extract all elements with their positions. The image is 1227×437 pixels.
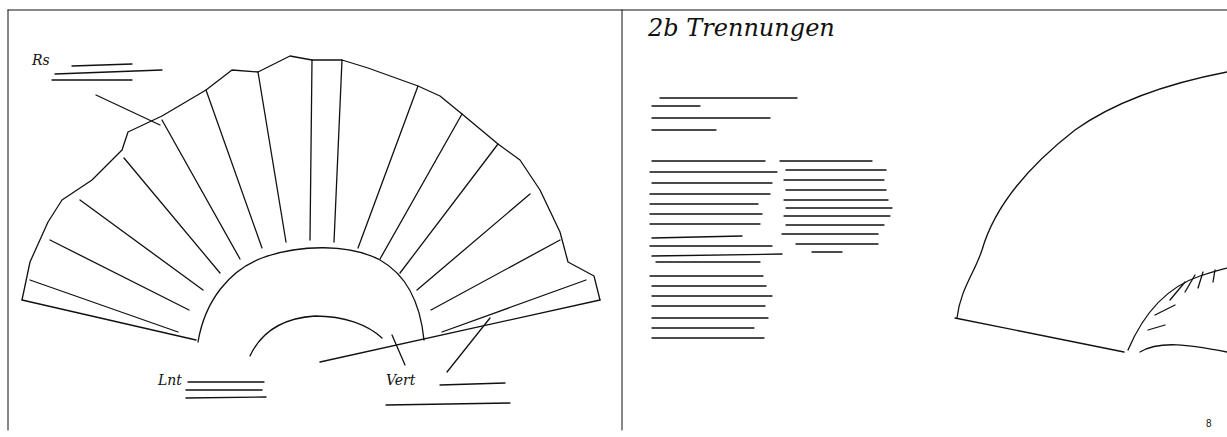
page-heading: 2b Trennungen <box>648 14 835 42</box>
part-label: Lnt <box>158 372 182 388</box>
part-label: Rs <box>32 52 50 68</box>
part-label: Vert <box>386 372 415 388</box>
page-number: 8 <box>1206 418 1212 429</box>
